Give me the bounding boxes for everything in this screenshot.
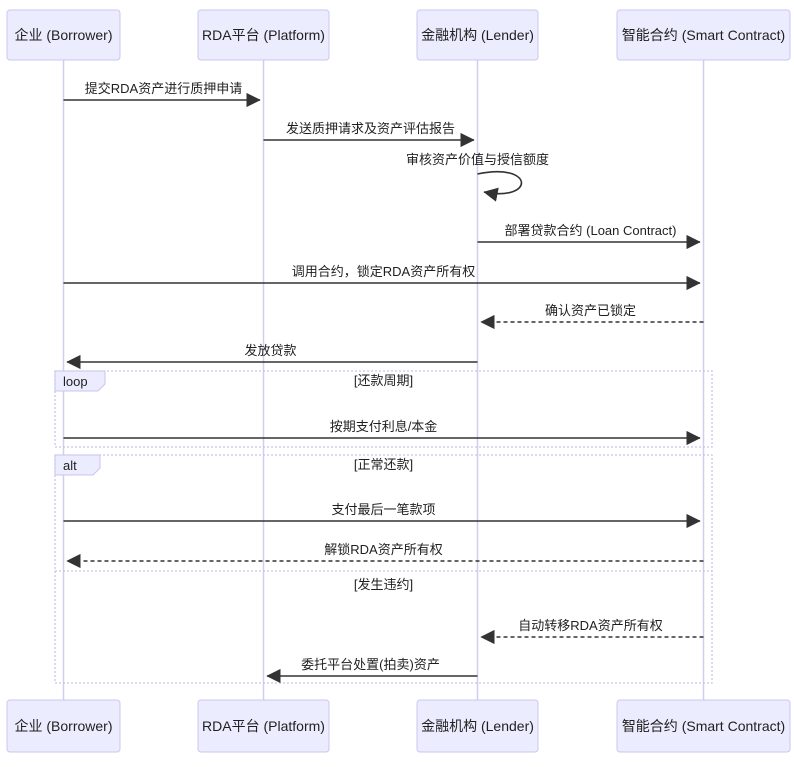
actor-top-borrower: 企业 (Borrower) (6, 9, 121, 61)
loop-frame-border (54, 370, 713, 448)
actor-box (416, 699, 539, 753)
actor-box (616, 699, 791, 753)
loop-condition-label: [还款周期] (354, 373, 413, 388)
actor-label: RDA平台 (Platform) (202, 27, 325, 43)
actor-label: 金融机构 (Lender) (421, 27, 534, 43)
loop-tag (54, 370, 106, 392)
actor-box (616, 9, 791, 61)
message-label: 发放贷款 (244, 343, 296, 358)
message-entrust-platform-auction: 委托平台处置(拍卖)资产 (266, 657, 478, 684)
message-label: 调用合约，锁定RDA资产所有权 (292, 264, 475, 279)
message-label: 提交RDA资产进行质押申请 (85, 81, 242, 96)
alt-condition-label: [正常还款] (354, 457, 413, 472)
actor-top-smart-contract: 智能合约 (Smart Contract) (616, 9, 791, 61)
actor-label: 企业 (Borrower) (14, 27, 112, 43)
actor-box (6, 9, 121, 61)
message-confirm-asset-locked: 确认资产已锁定 (480, 303, 704, 330)
message-submit-pledge-request: 提交RDA资产进行质押申请 (63, 81, 261, 108)
message-label: 发送质押请求及资产评估报告 (286, 121, 455, 136)
actor-top-platform: RDA平台 (Platform) (197, 9, 330, 61)
alt-frame: alt [正常还款] [发生违约] (54, 454, 713, 684)
alt-else-condition-label: [发生违约] (354, 577, 413, 592)
message-periodic-payment: 按期支付利息/本金 (63, 419, 701, 446)
self-loop-arrow (477, 170, 523, 202)
message-unlock-asset-ownership: 解锁RDA资产所有权 (66, 542, 704, 569)
message-label: 确认资产已锁定 (545, 303, 636, 318)
message-disburse-loan: 发放贷款 (66, 343, 478, 370)
message-auto-transfer-asset-ownership: 自动转移RDA资产所有权 (480, 618, 704, 645)
actor-box (6, 699, 121, 753)
message-final-payment: 支付最后一笔款项 (63, 502, 701, 529)
actor-label: 金融机构 (Lender) (421, 718, 534, 734)
message-send-pledge-and-report: 发送质押请求及资产评估报告 (263, 121, 475, 148)
message-label: 审核资产价值与授信额度 (406, 152, 549, 167)
message-label: 委托平台处置(拍卖)资产 (301, 657, 440, 672)
actor-box (416, 9, 539, 61)
alt-tag (54, 454, 101, 476)
message-label: 按期支付利息/本金 (330, 419, 438, 434)
actor-box (197, 9, 330, 61)
alt-frame-border (54, 454, 713, 684)
actor-label: 智能合约 (Smart Contract) (622, 718, 785, 734)
loop-tag-label: loop (63, 374, 88, 389)
actor-label: 智能合约 (Smart Contract) (622, 27, 785, 43)
actor-label: RDA平台 (Platform) (202, 718, 325, 734)
message-deploy-loan-contract: 部署贷款合约 (Loan Contract) (477, 223, 701, 250)
message-label: 自动转移RDA资产所有权 (518, 618, 662, 633)
actor-label: 企业 (Borrower) (14, 718, 112, 734)
actor-bottom-borrower: 企业 (Borrower) (6, 699, 121, 753)
message-call-contract-lock-asset: 调用合约，锁定RDA资产所有权 (63, 264, 701, 291)
actor-top-lender: 金融机构 (Lender) (416, 9, 539, 61)
message-label: 部署贷款合约 (Loan Contract) (505, 223, 677, 238)
actor-bottom-lender: 金融机构 (Lender) (416, 699, 539, 753)
message-label: 解锁RDA资产所有权 (324, 542, 442, 557)
message-label: 支付最后一笔款项 (331, 502, 435, 517)
actor-bottom-platform: RDA平台 (Platform) (197, 699, 330, 753)
loop-frame: loop [还款周期] (54, 370, 713, 448)
message-review-asset-value-self-loop: 审核资产价值与授信额度 (406, 152, 549, 202)
alt-tag-label: alt (63, 458, 77, 473)
actor-box (197, 699, 330, 753)
actor-bottom-smart-contract: 智能合约 (Smart Contract) (616, 699, 791, 753)
